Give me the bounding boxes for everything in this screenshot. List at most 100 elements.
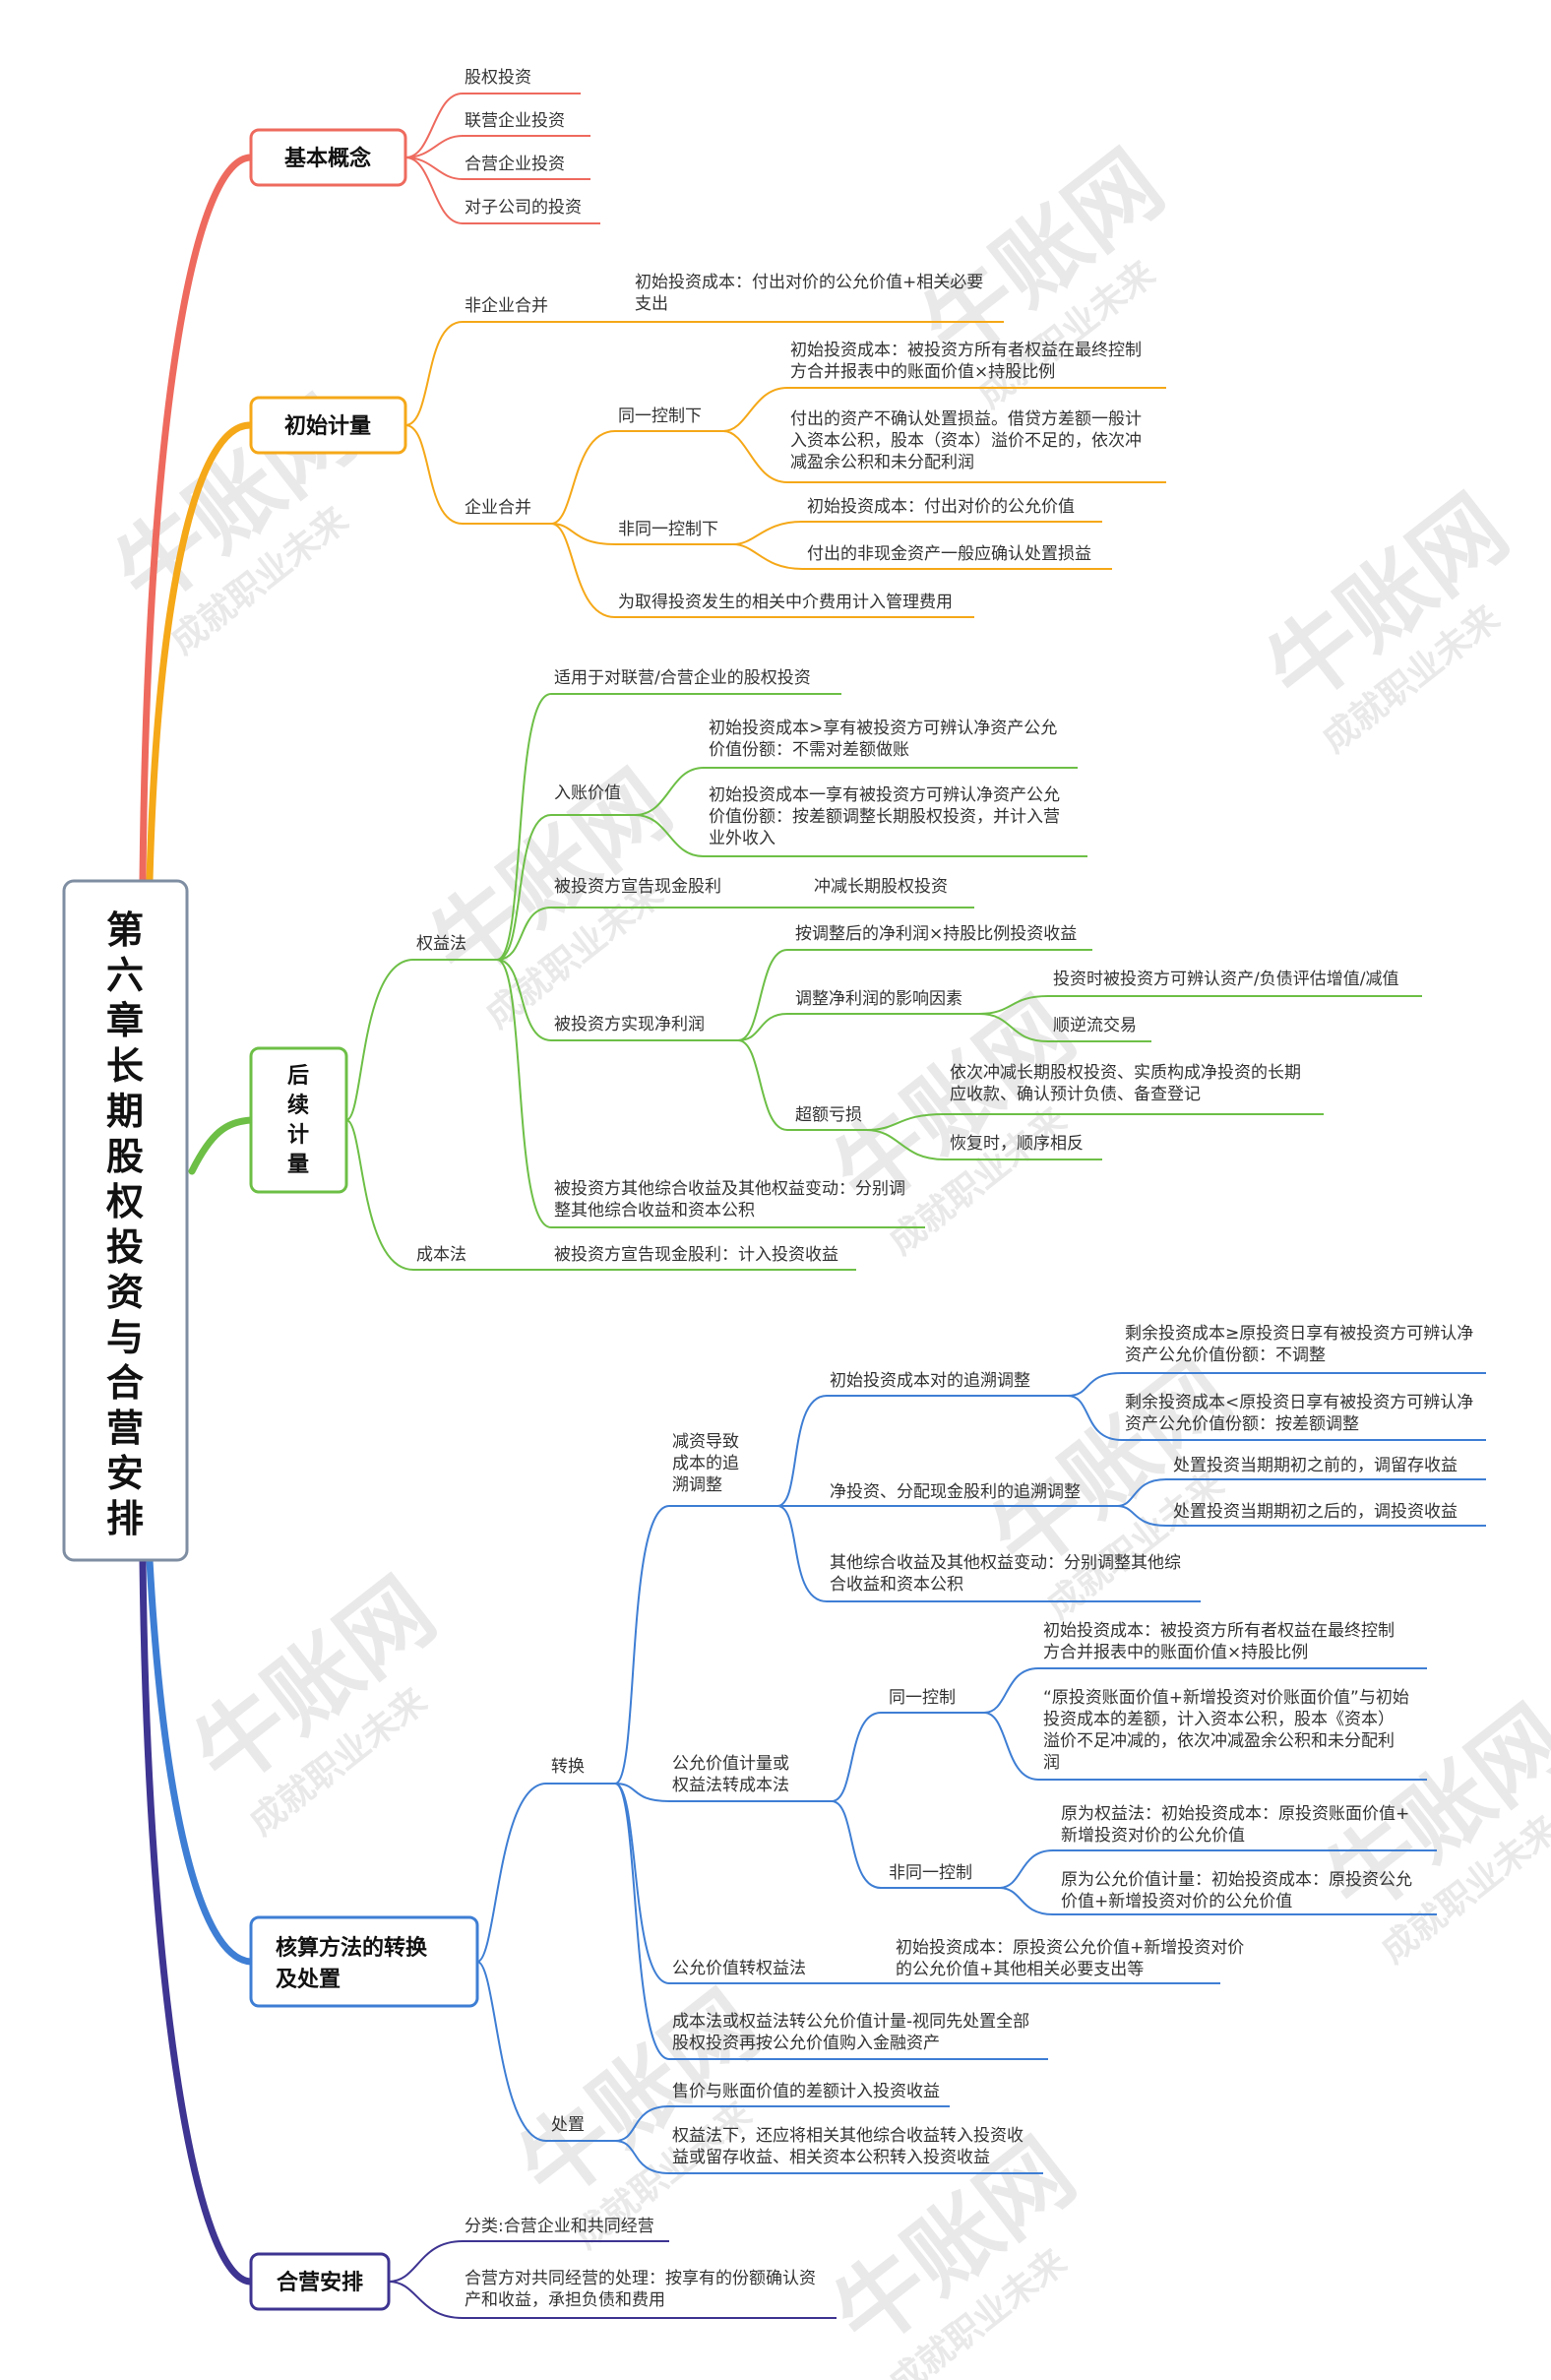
b3-adjust-factors: 调整净利润的影响因素	[795, 989, 962, 1009]
b3-cost-method: 成本法	[416, 1245, 466, 1265]
b3-connectors	[345, 693, 1422, 1271]
b5-node[interactable]	[249, 2252, 391, 2311]
root-node: 第六章长期股权投资与合营安排	[62, 879, 189, 1562]
b2-fee-note: 为取得投资发生的相关中介费用计入管理费用	[618, 593, 953, 612]
b2-non-same-control: 非同一控制下	[618, 520, 718, 539]
b4-retro-detail: 剩余投资成本≥原投资日享有被投资方可辨认净 资产公允价值份额：不调整	[1125, 1324, 1479, 1365]
b1-leaf: 对子公司的投资	[465, 198, 582, 218]
vertical-char: 长	[106, 1044, 144, 1088]
vertical-char: 营	[106, 1407, 144, 1450]
b3-entry-detail: 初始投资成本一享有被投资方可辨认净资产公允 价值份额：按差额调整长期股权投资，并…	[709, 785, 1065, 848]
watermark: 牛账网 成就职业未来	[1248, 475, 1526, 761]
vertical-char: 章	[106, 999, 144, 1042]
vertical-char: 与	[106, 1316, 144, 1359]
b4-retro-adjust: 初始投资成本对的追溯调整	[830, 1371, 1030, 1391]
connector-b2	[146, 421, 255, 885]
b3-apply: 适用于对联营/合营企业的股权投资	[554, 668, 811, 688]
vertical-char: 六	[106, 954, 144, 997]
b4-fair-to-equity-detail: 初始投资成本：原投资公允价值+新增投资对价 的公允价值+其他相关必要支出等	[896, 1938, 1250, 1979]
root-box	[62, 879, 189, 1562]
branch-joint-arrangement: 合营安排 分类:合营企业和共同经营 合营方对共同经营的处理：按享有的份额确认资 …	[249, 2217, 837, 2319]
b2-non-same-control-detail: 初始投资成本：付出对价的公允价值	[807, 497, 1075, 517]
b4-conversion: 转换	[551, 1757, 585, 1777]
branch-conversion-disposal: 核算方法的转换 及处置 转换 减资导致 成本的追 溯调整 初始投资成本对的追溯调…	[249, 1324, 1486, 2174]
b3-other-equity: 被投资方其他综合收益及其他权益变动：分别调 整其他综合收益和资本公积	[554, 1179, 910, 1221]
vertical-char: 资	[106, 1271, 144, 1314]
b3-entry-detail: 初始投资成本>享有被投资方可辨认净资产公允 价值份额：不需对差额做账	[709, 719, 1063, 760]
b2-node[interactable]	[249, 396, 407, 455]
b3-excess-loss: 超额亏损	[795, 1105, 862, 1125]
b4-connectors	[476, 1372, 1486, 2174]
b2-same-control-detail: 付出的资产不确认处置损益。借贷方差额一般计 入资本公积，股本（资本）溢价不足的，…	[790, 409, 1147, 472]
b4-node[interactable]	[249, 1915, 479, 2008]
b3-equity-method: 权益法	[416, 934, 466, 954]
b3-net-profit-detail: 按调整后的净利润×持股比例投资收益	[795, 924, 1077, 944]
b3-adjust-factor: 投资时被投资方可辨认资产/负债评估增值/减值	[1053, 970, 1398, 989]
b3-node[interactable]	[249, 1046, 348, 1194]
b4-non-same-control-detail: 原为公允价值计量：初始投资成本：原投资公允 价值+新增投资对价的公允价值	[1061, 1870, 1417, 1911]
vertical-char: 后	[287, 1064, 309, 1089]
b2-merger: 企业合并	[465, 498, 531, 518]
b4-retro-detail: 剩余投资成本<原投资日享有被投资方可辨认净 资产公允价值份额：按差额调整	[1125, 1393, 1479, 1434]
vertical-char: 续	[287, 1093, 309, 1118]
b2-same-control-detail: 初始投资成本：被投资方所有者权益在最终控制 方合并报表中的账面价值×持股比例	[790, 341, 1147, 382]
root-title: 第六章长期股权投资与合营安排	[105, 908, 144, 1540]
main-connectors	[139, 154, 255, 2286]
b2-same-control: 同一控制下	[618, 407, 702, 426]
b4-disposal-detail: 权益法下，还应将相关其他综合收益转入投资收 益或留存收益、相关资本公积转入投资收…	[672, 2126, 1028, 2167]
b4-same-control: 同一控制	[889, 1688, 956, 1708]
b3-cost-method-detail: 被投资方宣告现金股利：计入投资收益	[554, 1245, 838, 1265]
b4-fair-to-cost: 公允价值计量或 权益法转成本法	[672, 1754, 794, 1795]
b4-same-control-detail: 初始投资成本：被投资方所有者权益在最终控制 方合并报表中的账面价值×持股比例	[1043, 1621, 1399, 1662]
b4-net-investment-detail: 处置投资当期期初之后的，调投资收益	[1173, 1502, 1458, 1522]
b4-reduce-capital: 减资导致 成本的追 溯调整	[672, 1432, 744, 1495]
b3-adjust-factor: 顺逆流交易	[1053, 1016, 1137, 1035]
vertical-char: 排	[106, 1497, 144, 1540]
b3-cash-dividend-detail: 冲减长期股权投资	[814, 877, 948, 897]
b3-net-profit: 被投资方实现净利润	[554, 1015, 705, 1034]
b3-entry-value: 入账价值	[554, 783, 621, 803]
b4-non-same-control-detail: 原为权益法：初始投资成本：原投资账面价值+ 新增投资对价的公允价值	[1061, 1804, 1415, 1846]
vertical-char: 安	[106, 1452, 144, 1495]
b5-classification: 分类:合营企业和共同经营	[465, 2217, 654, 2236]
b4-label: 核算方法的转换 及处置	[276, 1935, 435, 1992]
branch-initial-measurement: 初始计量 非企业合并 初始投资成本：付出对价的公允价值+相关必要 支出 企业合并…	[249, 273, 1166, 618]
vertical-char: 第	[106, 908, 144, 952]
branch-basic-concepts: 基本概念 股权投资 联营企业投资 合营企业投资 对子公司的投资	[249, 68, 600, 224]
branch-subsequent-measurement: 后续计量 权益法 适用于对联营/合营企业的股权投资 入账价值 初始投资成本>享有…	[249, 668, 1422, 1271]
vertical-char: 股	[106, 1135, 144, 1178]
b5-joint-operation: 合营方对共同经营的处理：按享有的份额确认资 产和收益，承担负债和费用	[465, 2269, 821, 2310]
b2-non-merger-detail: 初始投资成本：付出对价的公允价值+相关必要 支出	[635, 273, 989, 314]
vertical-char: 计	[287, 1123, 309, 1148]
b5-connectors	[388, 2240, 837, 2319]
b1-node[interactable]	[249, 128, 407, 187]
vertical-char: 投	[106, 1225, 144, 1269]
b2-non-merger: 非企业合并	[465, 296, 548, 316]
b4-same-control-detail: “原投资账面价值+新增投资对价账面价值”与初始 投资成本的差额，计入资本公积，股…	[1043, 1688, 1414, 1773]
vertical-char: 期	[106, 1090, 144, 1133]
connector-b3	[188, 1116, 255, 1175]
connector-b4	[146, 1556, 255, 1966]
b4-disposal: 处置	[551, 2115, 585, 2135]
b4-fair-to-equity: 公允价值转权益法	[672, 1959, 806, 1978]
b1-connectors	[404, 93, 600, 224]
b3-excess-loss-detail: 依次冲减长期股权投资、实质构成净投资的长期 应收款、确认预计负债、备查登记	[950, 1063, 1306, 1104]
vertical-char: 权	[105, 1180, 144, 1223]
b1-leaf: 联营企业投资	[465, 111, 565, 131]
b4-to-fair-value: 成本法或权益法转公允价值计量-视同先处置全部 股权投资再按公允价值购入金融资产	[672, 2012, 1035, 2053]
b5-label: 合营安排	[277, 2270, 363, 2295]
b3-excess-loss-detail: 恢复时，顺序相反	[950, 1134, 1084, 1154]
b4-non-same-control: 非同一控制	[889, 1863, 972, 1883]
b3-cash-dividend: 被投资方宣告现金股利	[554, 877, 721, 897]
connector-b5	[139, 1556, 255, 2286]
b2-non-same-control-detail: 付出的非现金资产一般应确认处置损益	[807, 544, 1091, 564]
b1-leaf: 合营企业投资	[465, 155, 565, 174]
watermark: 牛账网 成就职业未来	[175, 1558, 454, 1844]
b2-label: 初始计量	[284, 413, 371, 439]
b2-connectors	[404, 321, 1166, 618]
vertical-char: 合	[106, 1361, 144, 1405]
vertical-char: 量	[287, 1153, 309, 1177]
b1-label: 基本概念	[284, 146, 371, 171]
b3-label: 后续计量	[287, 1064, 309, 1177]
